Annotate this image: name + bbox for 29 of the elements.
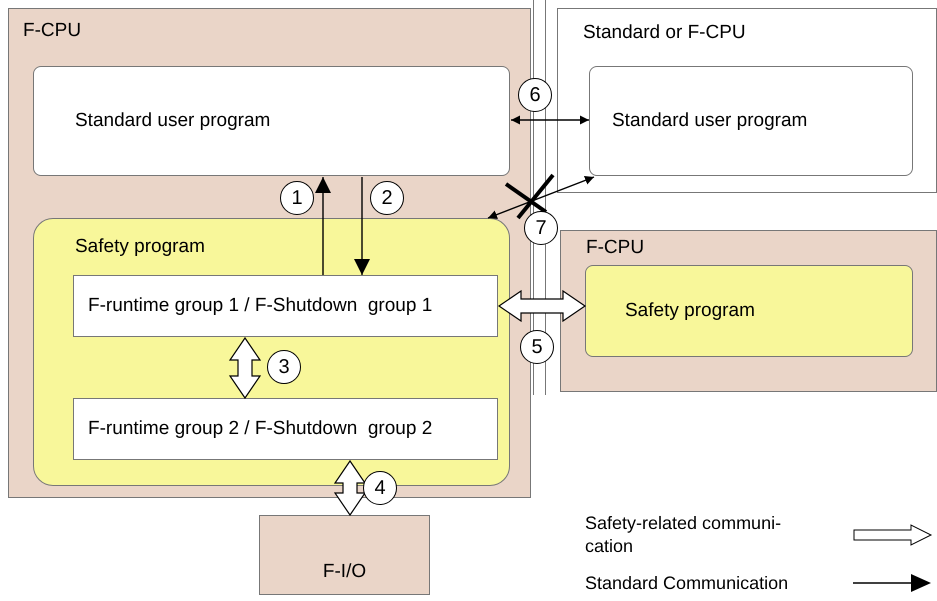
safety-arrow	[498, 290, 586, 322]
cpu-panel	[8, 8, 531, 498]
arrow	[315, 177, 331, 275]
node-label: F-runtime group 2 / F-Shutdown group 2	[88, 417, 432, 441]
node-label: Safety program	[625, 299, 755, 323]
legend-label: Safety-related communi- cation	[585, 512, 782, 557]
node-label: Safety program	[75, 235, 205, 259]
edge-label: 7	[524, 211, 558, 245]
node-label: Standard or F-CPU	[583, 21, 746, 45]
node-label: F-CPU	[586, 236, 644, 260]
cpu-panel	[557, 8, 937, 193]
arrow	[511, 116, 589, 124]
safety-arrow	[334, 460, 366, 516]
node-label: F-CPU	[23, 19, 82, 43]
node-label: Standard user program	[612, 109, 808, 133]
arrow	[354, 177, 370, 275]
legend-label: Standard Communication	[585, 572, 790, 594]
runtime-group-box	[73, 398, 498, 460]
safety-program-box	[585, 265, 913, 357]
safety-arrow	[228, 336, 262, 400]
node-label: F-I/O	[322, 560, 366, 584]
runtime-group-box	[73, 275, 498, 337]
cpu-panel	[560, 230, 937, 392]
program-box	[33, 66, 510, 176]
node-label: F-runtime group 1 / F-Shutdown group 1	[88, 294, 432, 318]
arrow	[488, 176, 594, 219]
node-label: Standard user program	[75, 109, 270, 133]
io-box	[259, 515, 430, 595]
program-box	[589, 66, 913, 176]
